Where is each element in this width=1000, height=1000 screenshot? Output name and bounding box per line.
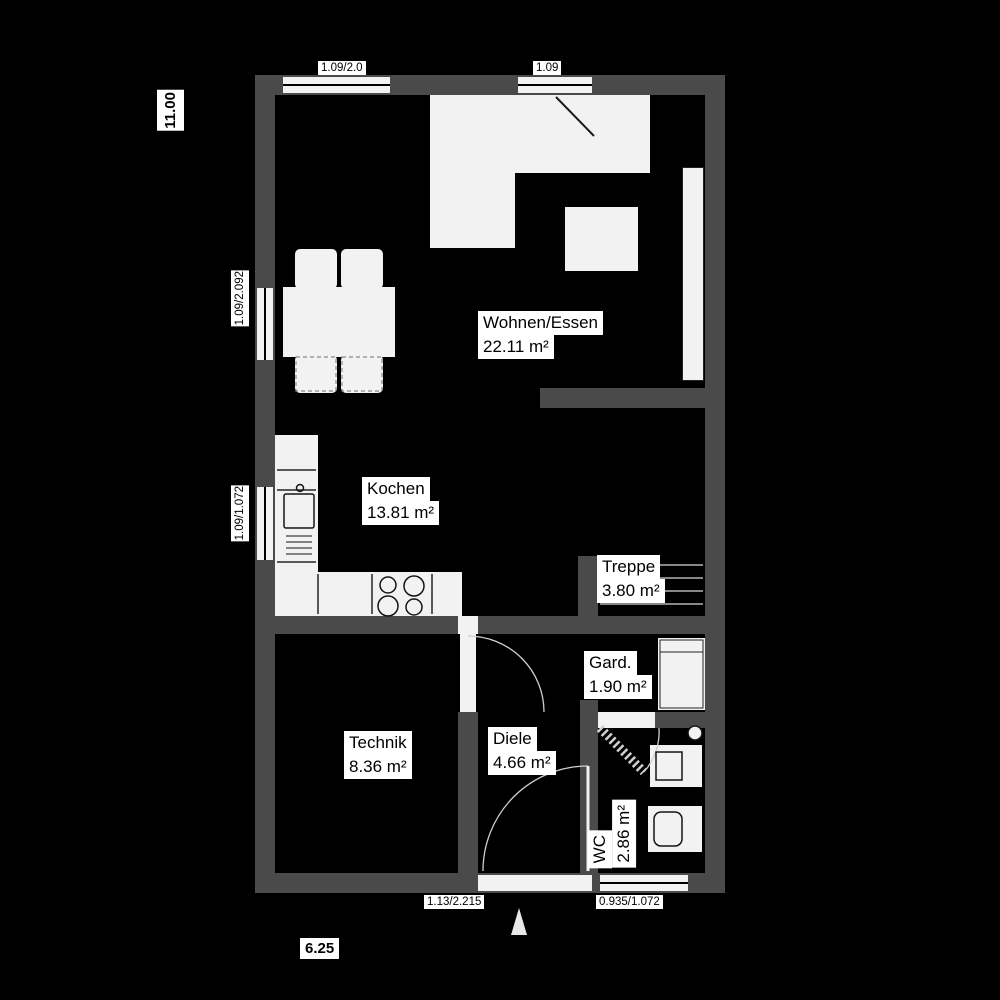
window-left-upper — [257, 288, 273, 360]
dim-window-bottom-right: 0.935/1.072 — [596, 895, 663, 909]
room-label-wohnen: Wohnen/Essen 22.11 m² — [478, 311, 603, 360]
sideboard — [682, 167, 704, 381]
room-area: 8.36 m² — [344, 755, 412, 780]
dim-overall-height: 11.00 — [157, 90, 184, 131]
exterior-wall-right — [705, 75, 725, 893]
room-label-gard: Gard. 1.90 m² — [584, 651, 652, 700]
window-glass-line — [283, 84, 390, 86]
room-label-technik: Technik 8.36 m² — [344, 731, 412, 780]
dim-window-top-right: 1.09 — [533, 61, 562, 75]
room-label-diele: Diele 4.66 m² — [488, 727, 556, 776]
room-name: Wohnen/Essen — [478, 311, 603, 336]
window-glass-line — [264, 487, 266, 560]
room-area: 2.86 m² — [612, 800, 637, 868]
room-area: 13.81 m² — [362, 501, 440, 526]
room-area: 1.90 m² — [584, 675, 652, 700]
dim-overall-width: 6.25 — [300, 938, 340, 959]
wc-door-opening — [598, 712, 655, 728]
room-name: Gard. — [584, 651, 637, 676]
window-top-left — [283, 77, 390, 93]
room-name: Diele — [488, 727, 537, 752]
dim-window-left-upper: 1.09/2.092 — [231, 270, 249, 327]
room-label-treppe: Treppe 3.80 m² — [597, 555, 665, 604]
interior-wall-stair-stub — [578, 556, 598, 616]
entrance-door-arc — [482, 765, 589, 872]
room-name: Technik — [344, 731, 412, 756]
kitchen-counter-bottom — [275, 572, 462, 616]
window-glass-line — [518, 84, 592, 86]
dining-chair — [295, 249, 337, 289]
dining-chair — [295, 355, 337, 393]
window-glass-line — [600, 882, 688, 884]
dining-table — [283, 287, 395, 357]
wc-door-leaf — [596, 724, 648, 776]
exterior-wall-left — [255, 75, 275, 893]
interior-wall-kitchen — [275, 616, 705, 634]
coffee-table — [565, 207, 638, 271]
washbasin — [650, 745, 702, 787]
room-name: Treppe — [597, 555, 661, 580]
room-name: Kochen — [362, 477, 430, 502]
technik-door-leaf — [460, 634, 476, 712]
wardrobe — [658, 638, 705, 710]
radiator-symbol — [687, 725, 703, 741]
interior-wall-wc — [655, 712, 705, 728]
dim-entrance-door: 1.13/2.215 — [424, 895, 485, 909]
toilet — [648, 806, 702, 852]
room-label-kochen: Kochen 13.81 m² — [362, 477, 440, 526]
dining-chair — [341, 355, 383, 393]
technik-door-arc — [467, 635, 545, 713]
room-label-wc: WC 2.86 m² — [588, 786, 637, 868]
window-bottom-right — [600, 875, 688, 891]
dim-window-left-lower: 1.09/1.072 — [231, 485, 249, 542]
room-name: WC — [588, 829, 613, 868]
sofa-chaise-section — [430, 95, 515, 248]
interior-wall-technik — [458, 712, 478, 873]
room-area: 22.11 m² — [478, 335, 554, 360]
north-arrow-icon — [511, 908, 527, 935]
interior-wall-living — [540, 388, 705, 408]
window-top-right — [518, 77, 592, 93]
window-left-lower — [257, 487, 273, 560]
technik-door-opening — [458, 616, 478, 634]
dim-window-top-left: 1.09/2.0 — [318, 61, 366, 75]
room-area: 4.66 m² — [488, 751, 556, 776]
window-glass-line — [264, 288, 266, 360]
room-area: 3.80 m² — [597, 579, 665, 604]
entrance-door-opening — [478, 875, 592, 891]
dining-chair — [341, 249, 383, 289]
